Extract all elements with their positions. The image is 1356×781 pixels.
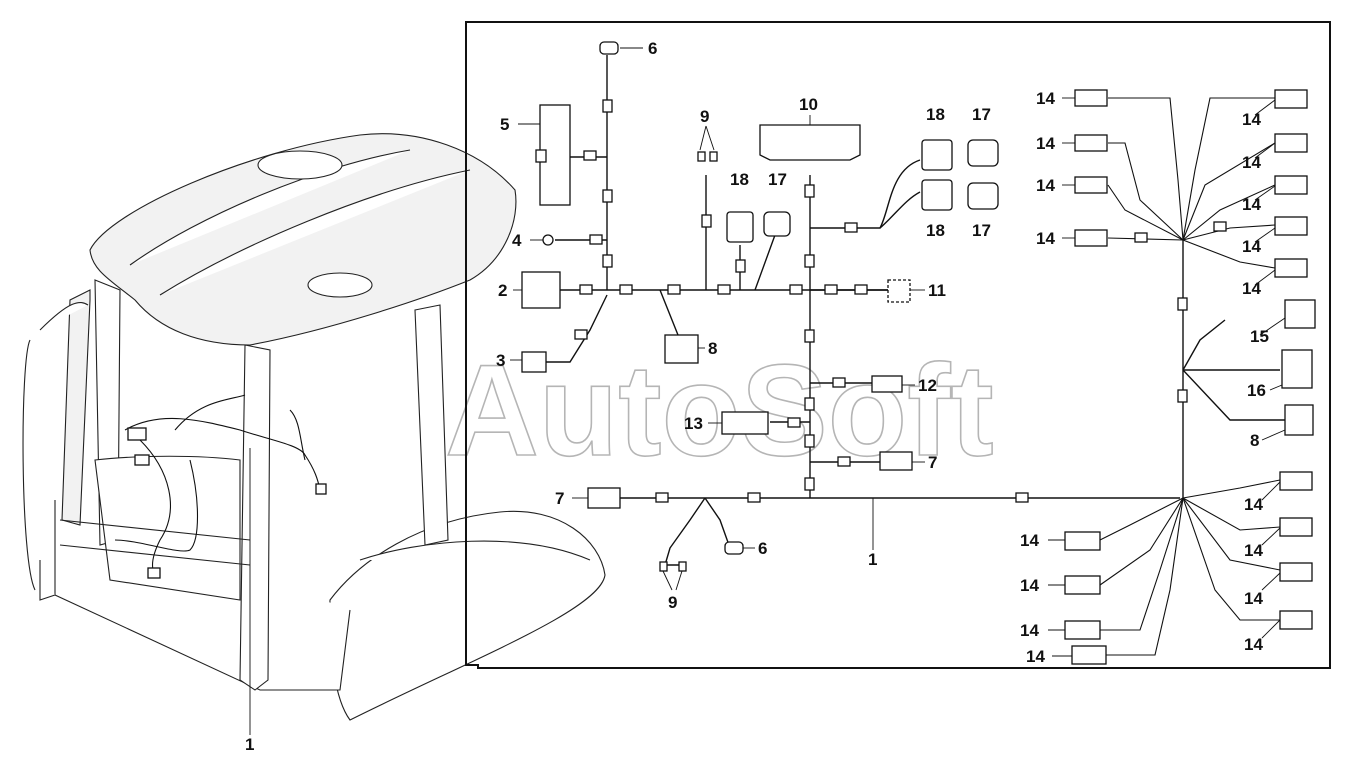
connector-3: [521, 351, 547, 373]
leader-lines: [510, 47, 1286, 657]
callout-17-bottom: 17: [972, 221, 991, 240]
callout-14: 14: [1020, 531, 1039, 550]
plug-6-top: [599, 41, 619, 55]
callout-14: 14: [1036, 134, 1055, 153]
callout-14: 14: [1242, 279, 1261, 298]
connector-13: [721, 411, 769, 435]
harness-components: [521, 41, 1316, 665]
connector-18-bottom: [921, 179, 953, 211]
relay-8: [664, 334, 699, 364]
callout-17-top: 17: [972, 105, 991, 124]
callout-14: 14: [1036, 176, 1055, 195]
connector-8-right: [1284, 404, 1314, 436]
connector-17-bottom: [967, 182, 999, 210]
callout-8-mid: 8: [708, 339, 717, 358]
callout-18-bottom: 18: [926, 221, 945, 240]
callout-14: 14: [1036, 89, 1055, 108]
callout-6-top: 6: [648, 39, 657, 58]
schematic-frame: [465, 21, 1331, 669]
cab-overview-illustration: [22, 133, 606, 735]
callout-10: 10: [799, 95, 818, 114]
callout-14: 14: [1244, 635, 1263, 654]
connector-7-left: [587, 487, 621, 509]
callout-12: 12: [918, 376, 937, 395]
callout-14: 14: [1242, 110, 1261, 129]
callout-9-top: 9: [700, 107, 709, 126]
callout-4: 4: [512, 231, 522, 250]
connector-18-top: [921, 139, 953, 171]
callout-14: 14: [1026, 647, 1045, 666]
callout-14: 14: [1242, 153, 1261, 172]
connector-2: [521, 271, 561, 309]
fitting-11: [887, 279, 911, 303]
callout-14: 14: [1020, 576, 1039, 595]
callout-6-bottom: 6: [758, 539, 767, 558]
control-unit-10: [759, 124, 861, 161]
callout-17-mid: 17: [768, 170, 787, 189]
connector-17-mid: [763, 211, 791, 237]
callout-14: 14: [1020, 621, 1039, 640]
callout-7-mid: 7: [928, 453, 937, 472]
callout-3: 3: [496, 351, 505, 370]
callout-1-main: 1: [868, 550, 877, 569]
callout-11: 11: [928, 281, 946, 300]
ring-terminal-4: [542, 234, 554, 246]
callout-8-right: 8: [1250, 431, 1259, 450]
callout-14: 14: [1244, 589, 1263, 608]
callout-14: 14: [1036, 229, 1055, 248]
connector-12: [871, 375, 903, 393]
connector-17-top: [967, 139, 999, 167]
callout-5: 5: [500, 115, 509, 134]
callout-14: 14: [1244, 541, 1263, 560]
callout-9-bottom: 9: [668, 593, 677, 612]
connector-7-mid: [879, 451, 913, 471]
callout-18-top: 18: [926, 105, 945, 124]
connector-18-mid: [726, 211, 754, 243]
callout-13: 13: [684, 414, 703, 433]
callout-labels: 6 5 4 2 3 8 9 10 18 17 18 17 18 17 11 12…: [496, 39, 1269, 666]
connector-15: [1284, 299, 1316, 329]
callout-7-left: 7: [555, 489, 564, 508]
overview-callout: 1: [245, 735, 254, 754]
callout-14: 14: [1242, 195, 1261, 214]
callout-14: 14: [1242, 237, 1261, 256]
callout-14: 14: [1244, 495, 1263, 514]
callout-18-mid: 18: [730, 170, 749, 189]
callout-2: 2: [498, 281, 507, 300]
callout-16: 16: [1247, 381, 1266, 400]
plug-6-bottom: [724, 541, 744, 555]
callout-15: 15: [1250, 327, 1269, 346]
box-16: [1281, 349, 1313, 389]
